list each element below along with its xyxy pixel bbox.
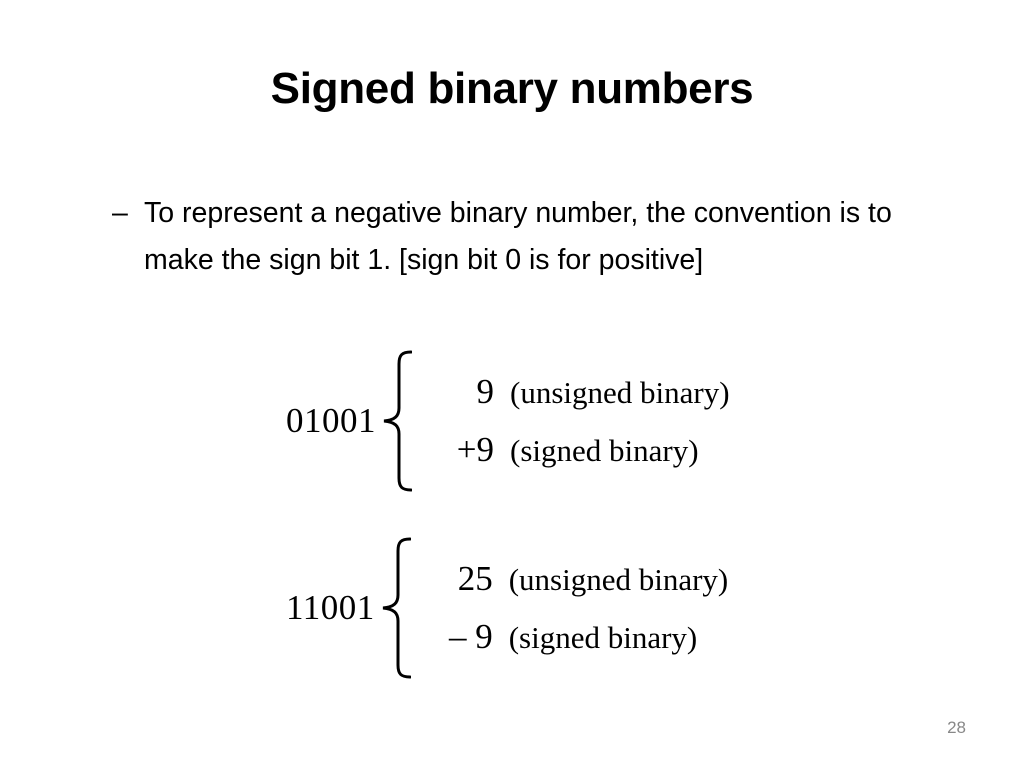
decimal-value: 25 — [457, 559, 493, 598]
binary-value-label: 01001 — [286, 401, 376, 440]
representation-label: (unsigned binary) — [510, 375, 730, 410]
decimal-value: +9 — [456, 430, 494, 469]
equation-row: +9 (signed binary) — [416, 421, 730, 479]
equation-group-unsigned-negative: 11001 25 (unsigned binary) – 9 (signed b… — [286, 537, 728, 679]
page-title: Signed binary numbers — [270, 64, 754, 113]
equation-row: – 9 (signed binary) — [415, 608, 729, 666]
equation-row: 25 (unsigned binary) — [415, 550, 729, 608]
representation-label: (signed binary) — [508, 620, 698, 655]
bullet-dash-marker: – — [112, 197, 128, 229]
bullet-item-text: To represent a negative binary number, t… — [144, 197, 892, 276]
equation-row: 9 (unsigned binary) — [416, 363, 730, 421]
slide-page-number: 28 — [947, 718, 966, 737]
equation-group-unsigned-positive: 01001 9 (unsigned binary) +9 (signed bin… — [286, 350, 730, 492]
curly-brace-icon — [381, 537, 411, 679]
representation-label: (unsigned binary) — [508, 562, 729, 597]
binary-value-label: 11001 — [286, 588, 375, 627]
equation-rows: 9 (unsigned binary) +9 (signed binary) — [412, 350, 730, 492]
decimal-value: 9 — [476, 372, 495, 411]
curly-brace-icon — [382, 350, 412, 492]
bullet-list-item: – To represent a negative binary number,… — [112, 190, 954, 284]
decimal-value: – 9 — [448, 617, 493, 656]
representation-label: (signed binary) — [510, 433, 699, 468]
equation-rows: 25 (unsigned binary) – 9 (signed binary) — [411, 537, 729, 679]
